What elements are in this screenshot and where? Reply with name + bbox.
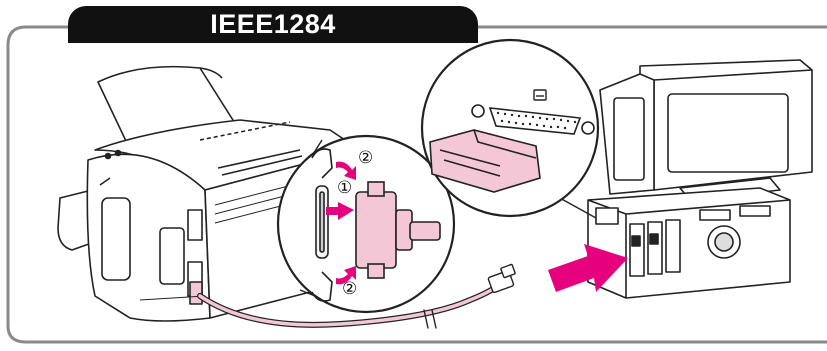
arrow-icon [336,161,356,180]
cable-icon [197,263,516,329]
wire-clip-icon [311,148,333,302]
arrow-icon [548,244,628,292]
step-2-top-label: ② [358,148,373,168]
arrow-icon [326,202,354,220]
computer-icon [587,59,813,299]
port-zoom-callout: ① ② ② [276,134,456,314]
arrow-icon [336,266,356,285]
step-1-label: ① [337,178,352,198]
title-tab: IEEE1284 [68,6,478,43]
computer-port-zoom-callout [420,38,600,219]
step-2-bottom-label: ② [342,279,357,299]
parallel-port-icon [533,89,547,101]
frame-border [6,25,827,344]
connector-plug [355,191,397,269]
page-title: IEEE1284 [210,9,336,39]
